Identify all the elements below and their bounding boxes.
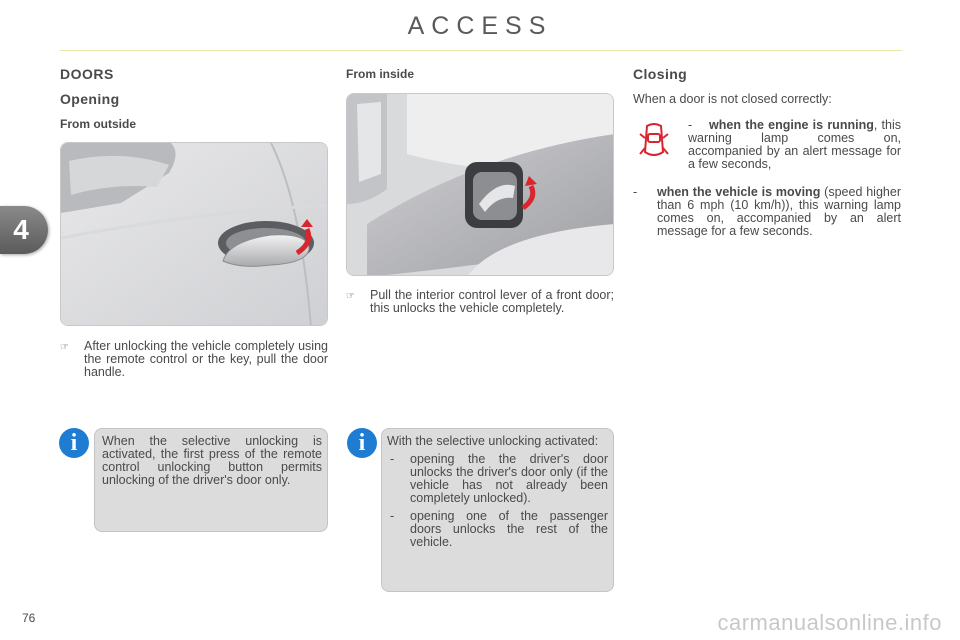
pointing-hand-icon: ☞ [60,342,69,353]
info-icon: i [347,428,377,458]
chapter-tab[interactable]: 4 [0,206,48,254]
section-heading-doors: DOORS [60,66,114,82]
outside-opening-text: After unlocking the vehicle completely u… [84,339,328,379]
info-box-selective-unlocking-inside [381,428,614,592]
page-title: ACCESS [407,12,553,40]
dash-mark: - [390,509,395,523]
closing-item-engine-running-text: , this warning lamp comes on, accompanie… [688,118,901,171]
dash-mark: - [633,185,638,199]
closing-item-vehicle-moving: - when the vehicle is moving (speed high… [633,186,901,238]
subheading-from-inside: From inside [346,67,415,81]
subsection-heading-opening: Opening [60,91,120,107]
dash-mark: - [390,452,395,466]
exterior-door-handle-image [61,143,327,325]
closing-intro: When a door is not closed correctly: [633,92,832,106]
dash-mark: - [688,118,693,132]
info-text-selective-unlocking-outside: When the selective unlocking is activate… [102,434,322,487]
door-open-warning-icon [639,122,669,167]
info-list-item: - opening one of the passenger doors unl… [387,510,608,549]
exterior-door-handle-illustration [60,142,328,326]
interior-door-lever-illustration [346,93,614,276]
condition-engine-running: when the engine is running [709,118,874,132]
info-list-item-text: opening the the driver's door unlocks th… [410,452,608,505]
section-heading-closing: Closing [633,66,688,82]
info-list-item: - opening the the driver's door unlocks … [387,453,608,505]
inside-opening-text: Pull the interior control lever of a fro… [370,288,614,315]
condition-vehicle-moving: when the vehicle is moving [657,185,821,199]
inside-opening-instruction: ☞ Pull the interior control lever of a f… [346,289,614,315]
closing-item-engine-running: - when the engine is running, this warni… [688,119,901,171]
watermark: carmanualsonline.info [717,610,942,635]
outside-opening-instruction: ☞ After unlocking the vehicle completely… [60,340,328,379]
info-box-selective-unlocking-outside [94,428,328,532]
info-text-selective-unlocking-inside: With the selective unlocking activated: … [387,435,608,549]
title-divider [60,50,902,51]
interior-door-lever-image [347,94,613,275]
info-intro: With the selective unlocking activated: [387,434,599,448]
closing-item-vehicle-moving-text: (speed higher than 6 mph (10 km/h)), thi… [657,185,901,238]
info-icon: i [59,428,89,458]
info-list-item-text: opening one of the passenger doors unloc… [410,509,608,549]
pointing-hand-icon: ☞ [346,291,355,302]
subheading-from-outside: From outside [60,117,137,131]
page-number: 76 [22,611,36,625]
